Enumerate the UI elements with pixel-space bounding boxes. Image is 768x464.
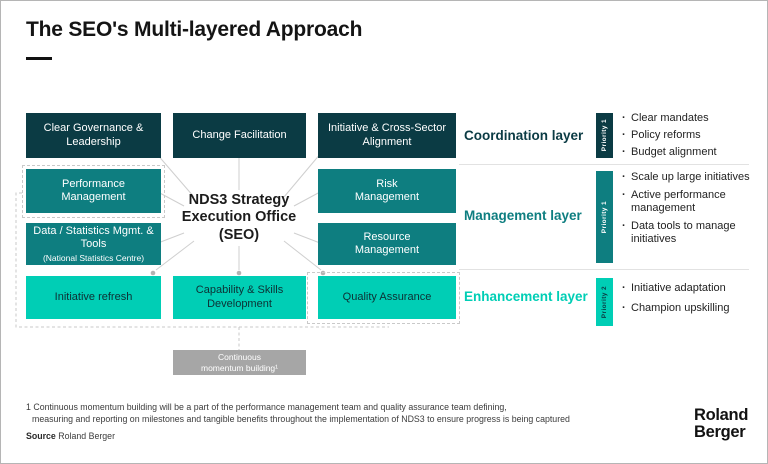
bullet-list-coordination: Clear mandates Policy reforms Budget ali… [622,110,754,161]
bullet-list-management: Scale up large initiatives Active perfor… [622,171,754,251]
box-risk-management: Risk Management [318,169,456,213]
center-hub-line3: (SEO) [218,226,260,243]
center-hub-title: NDS3 Strategy Execution Office (SEO) [159,192,319,244]
priority-bar-enhancement: Priority 2 [596,278,613,326]
title-underline [26,57,52,60]
box-clear-governance: Clear Governance & Leadership [26,113,161,158]
source-value: Roland Berger [58,431,116,441]
source-line: Source Roland Berger [26,431,115,441]
bullet-item: Active performance management [622,189,754,215]
roland-berger-logo: Roland Berger [694,406,749,442]
box-quality-assurance: Quality Assurance [318,276,456,319]
priority-bar-management-text: Priority 1 [601,200,608,234]
box-initiative-refresh: Initiative refresh [26,276,161,319]
page-title: The SEO's Multi-layered Approach [26,18,363,41]
logo-line1: Roland [694,406,749,424]
priority-bar-coordination: Priority 1 [596,113,613,158]
footnote-line1: 1 Continuous momentum building will be a… [26,402,507,412]
bullet-item: Data tools to manage initiatives [622,220,754,246]
bullet-item: Champion upskilling [622,302,754,315]
bullet-item: Clear mandates [622,110,754,127]
quality-group-outline [307,272,460,324]
layer-label-coordination: Coordination layer [464,128,584,143]
box-performance-management: Performance Management [26,169,161,213]
footnote-line2: measuring and reporting on milestones an… [32,414,570,425]
box-data-statistics-sublabel: (National Statistics Centre) [42,252,145,263]
bullet-item: Initiative adaptation [622,282,754,295]
layer-divider [459,269,749,270]
center-hub-line1: NDS3 Strategy [188,192,290,208]
bullet-item: Scale up large initiatives [622,171,754,184]
box-initiative-alignment: Initiative & Cross-Sector Alignment [318,113,456,158]
box-data-statistics: Data / Statistics Mgmt. & Tools (Nationa… [26,223,161,265]
footnote: 1 Continuous momentum building will be a… [26,401,570,426]
box-continuous-momentum: Continuous momentum building¹ [173,350,306,375]
logo-line2: Berger [694,423,746,442]
box-capability-skills: Capability & Skills Development [173,276,306,319]
source-label: Source [26,431,56,441]
box-resource-management: Resource Management [318,223,456,265]
layer-label-management: Management layer [464,208,582,223]
box-risk-management-label: Risk Management [354,177,420,203]
priority-bar-coordination-text: Priority 1 [601,119,608,152]
box-data-statistics-label: Data / Statistics Mgmt. & Tools [33,224,154,251]
box-resource-management-label: Resource Management [354,230,420,256]
priority-bar-enhancement-text: Priority 2 [601,285,608,319]
box-change-facilitation: Change Facilitation [173,113,306,158]
bullet-item: Policy reforms [622,127,754,144]
bullet-list-enhancement: Initiative adaptation Champion upskillin… [622,282,754,322]
layer-label-enhancement: Enhancement layer [464,289,588,304]
priority-bar-management: Priority 1 [596,171,613,263]
performance-group-outline [22,165,165,218]
bullet-item: Budget alignment [622,144,754,161]
layer-divider [459,164,749,165]
center-hub-line2: Execution Office [181,209,297,226]
